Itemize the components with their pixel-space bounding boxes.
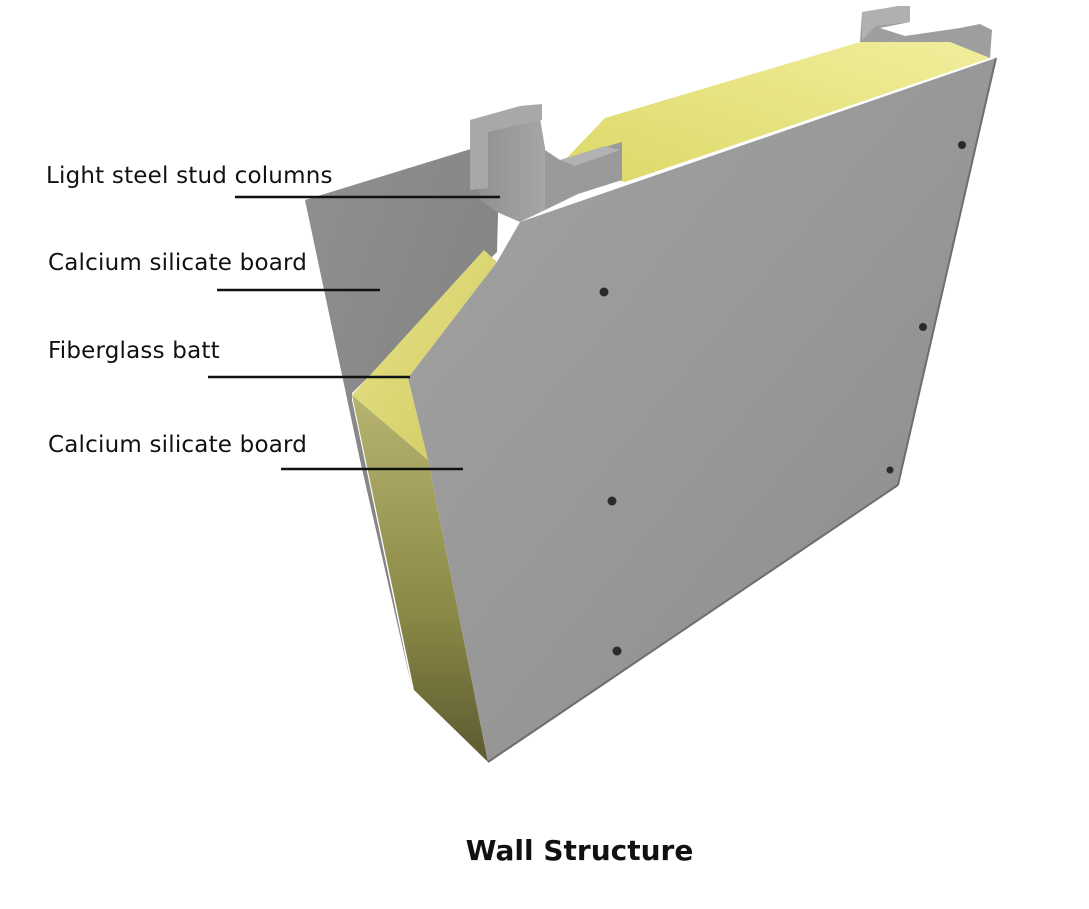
steel-stud-left xyxy=(470,104,622,222)
leader-lines xyxy=(208,195,500,471)
steel-stud-right xyxy=(860,6,992,58)
back-board xyxy=(305,140,500,688)
label-calcium-silicate-board-back: Calcium silicate board xyxy=(48,250,308,276)
fiberglass-batt xyxy=(352,250,497,460)
diagram-caption: Wall Structure xyxy=(465,834,694,867)
label-fiberglass-batt: Fiberglass batt xyxy=(48,338,220,364)
label-calcium-silicate-board-front: Calcium silicate board xyxy=(48,432,308,458)
front-board xyxy=(408,58,996,762)
label-light-steel-stud-columns: Light steel stud columns xyxy=(46,163,333,189)
fastener-holes xyxy=(599,141,966,656)
fiberglass-top xyxy=(560,42,990,182)
fiberglass-side-edge xyxy=(352,395,488,762)
